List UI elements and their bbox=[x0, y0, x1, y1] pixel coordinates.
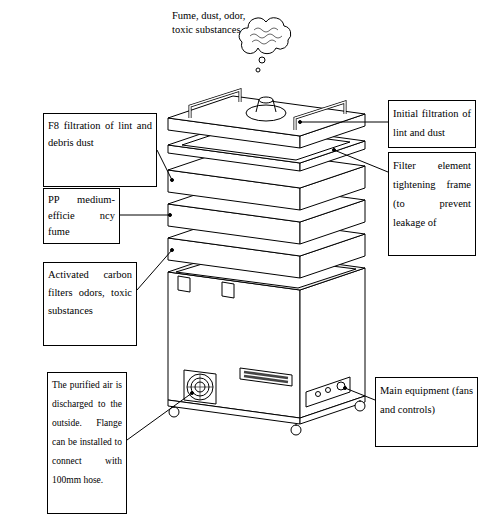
cloud-caption: Fume, dust, odor, toxic substances bbox=[172, 9, 252, 37]
callout-text: Filter element tightening frame (to prev… bbox=[393, 156, 471, 232]
callout-box: F8 filtration of lint and debris dust bbox=[43, 113, 157, 187]
callout-box: The purified air is discharged to the ou… bbox=[47, 372, 127, 514]
callout-box: Initial filtration of lint and dust bbox=[388, 100, 476, 148]
callout-text: The purified air is discharged to the ou… bbox=[52, 376, 122, 490]
callout-box: Filter element tightening frame (to prev… bbox=[388, 152, 476, 256]
callout-text: Main equipment (fans and controls) bbox=[380, 381, 473, 419]
callout-box: Activated carbon filters odors, toxic su… bbox=[43, 262, 137, 346]
callout-box: Main equipment (fans and controls) bbox=[375, 377, 478, 447]
callout-text: F8 filtration of lint and debris dust bbox=[48, 117, 152, 151]
callout-text: Activated carbon filters odors, toxic su… bbox=[48, 266, 132, 320]
callout-text: PP medium-efficie ncy fume bbox=[48, 192, 115, 240]
callout-box: PP medium-efficie ncy fume bbox=[43, 188, 120, 244]
callout-text: Initial filtration of lint and dust bbox=[393, 104, 471, 142]
